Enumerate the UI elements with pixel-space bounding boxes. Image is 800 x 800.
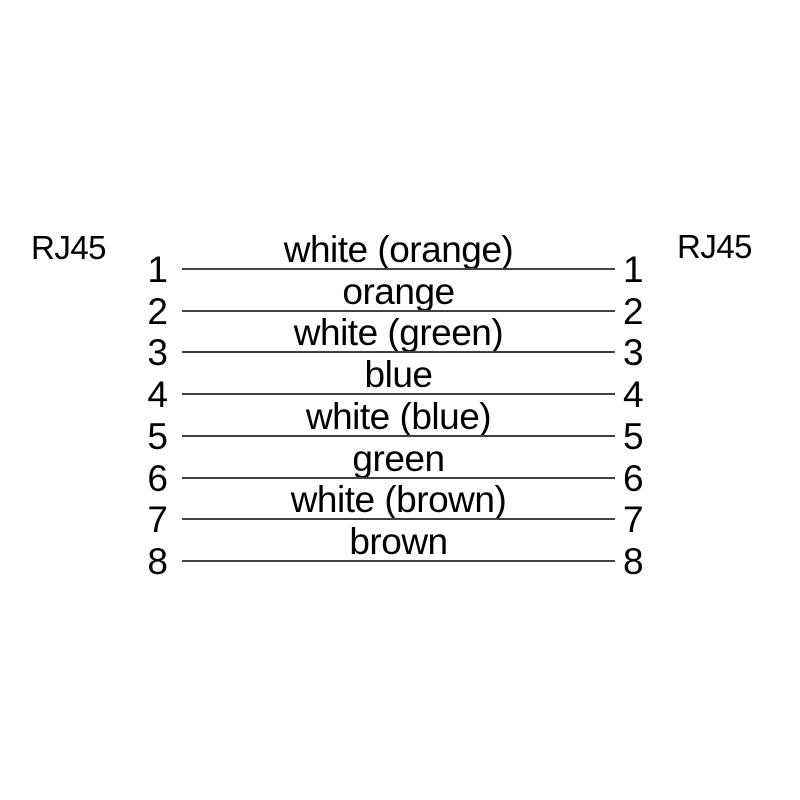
pin-number-right: 8 [623,540,644,582]
pin-number-left: 1 [147,249,168,290]
wire-color-label: blue [364,354,433,396]
wire-line [182,393,615,396]
wire-color-label: orange [342,270,455,312]
wire-line [182,559,615,562]
wire-line [182,268,615,270]
wire-line [182,351,615,354]
pin-number-left: 4 [147,374,168,416]
pin-number-right: 2 [623,290,644,332]
pin-number-right: 5 [623,415,644,457]
pin-number-right: 4 [623,374,644,416]
pin-number-left: 8 [147,540,168,582]
wire-color-label: white (blue) [305,395,492,437]
pin-number-left: 3 [147,332,168,374]
pin-number-left: 6 [147,457,168,499]
wire-color-label: green [352,437,445,479]
wire-color-label: brown [349,520,448,562]
connector-label-right: RJ45 [677,228,753,265]
pin-number-right: 1 [623,249,644,290]
wire-color-label: white (green) [293,312,504,354]
pin-number-right: 6 [623,457,644,499]
pin-number-left: 2 [147,290,168,332]
pin-number-left: 5 [147,415,168,457]
wire-line [182,309,615,312]
pin-number-right: 7 [623,499,644,541]
connector-label-left: RJ45 [31,229,107,266]
pin-number-left: 7 [147,499,168,541]
wire-color-label: white (brown) [290,479,507,521]
pin-number-right: 3 [623,332,644,374]
wire-line [182,434,615,437]
wire-line [182,518,615,521]
wire-line [182,476,615,479]
wire-color-label: white (orange) [283,229,514,270]
